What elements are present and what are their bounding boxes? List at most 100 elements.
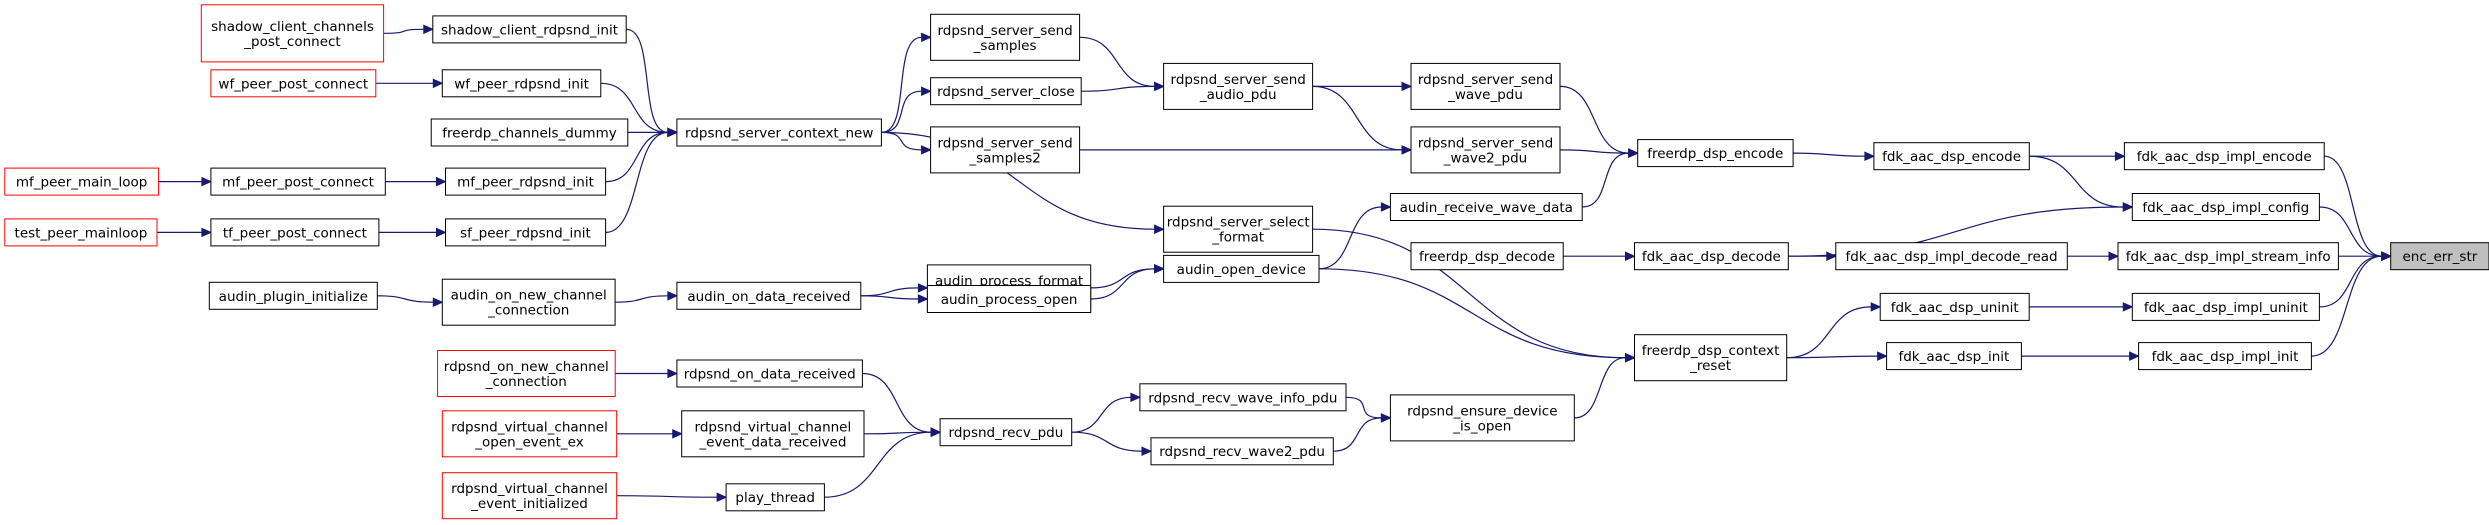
node-label: _post_connect: [243, 34, 340, 50]
node-label: _samples: [973, 38, 1037, 54]
graph-node-audin-newch[interactable]: audin_on_new_channel_connection: [441, 278, 616, 326]
graph-node-wave2[interactable]: rdpsnd_recv_wave2_pdu: [1150, 437, 1334, 466]
graph-node-rd-vc-init[interactable]: rdpsnd_virtual_channel_event_initialized: [441, 472, 618, 520]
graph-node-rd-vc-event[interactable]: rdpsnd_virtual_channel_event_data_receiv…: [681, 410, 865, 458]
node-label: wf_peer_rdpsnd_init: [454, 76, 589, 92]
node-label: _samples2: [968, 150, 1040, 166]
node-box: [4, 167, 160, 196]
node-box: [1879, 292, 2030, 321]
graph-node-tf-post[interactable]: tf_peer_post_connect: [210, 218, 380, 247]
graph-node-audin-plugin[interactable]: audin_plugin_initialize: [208, 281, 378, 310]
arrowhead: [1141, 446, 1153, 456]
graph-node-send-samples[interactable]: rdpsnd_server_send_samples: [930, 13, 1081, 61]
graph-node-ensure[interactable]: rdpsnd_ensure_device_is_open: [1389, 394, 1575, 442]
graph-node-dummy[interactable]: freerdp_channels_dummy: [430, 118, 629, 147]
node-label: _reset: [1689, 358, 1731, 374]
node-box: [441, 472, 618, 520]
graph-node-audin-data[interactable]: audin_on_data_received: [676, 281, 862, 310]
graph-node-fdk-encode[interactable]: fdk_aac_dsp_encode: [1873, 142, 2030, 171]
node-box: [2390, 242, 2489, 271]
node-label: fdk_aac_dsp_impl_config: [2142, 200, 2309, 216]
graph-node-mf-loop[interactable]: mf_peer_main_loop: [4, 167, 160, 196]
graph-node-shadow-post[interactable]: shadow_client_channels_post_connect: [200, 4, 385, 63]
node-box: [441, 69, 602, 98]
graph-node-test-loop[interactable]: test_peer_mainloop: [4, 218, 158, 247]
arrowhead: [1154, 81, 1165, 92]
call-edge: [1312, 85, 1403, 151]
node-label: audin_plugin_initialize: [219, 289, 368, 305]
call-edge: [860, 287, 919, 297]
node-box: [445, 167, 607, 196]
call-edge: [615, 295, 668, 303]
graph-node-audin-popen[interactable]: audin_process_open: [926, 285, 1092, 313]
graph-node-send-samples2[interactable]: rdpsnd_server_send_samples2: [930, 126, 1081, 174]
graph-node-send-audio[interactable]: rdpsnd_server_send_audio_pdu: [1163, 62, 1314, 110]
node-label: fdk_aac_dsp_init: [1898, 349, 2009, 365]
graph-node-send-wave[interactable]: rdpsnd_server_send_wave_pdu: [1410, 62, 1561, 110]
graph-node-audin-recv[interactable]: audin_receive_wave_data: [1389, 193, 1583, 221]
node-label: enc_err_str: [2402, 249, 2477, 265]
graph-node-err-str[interactable]: enc_err_str: [2390, 242, 2489, 271]
graph-node-fdk-uninit[interactable]: fdk_aac_dsp_uninit: [1879, 292, 2030, 321]
graph-node-rd-newch[interactable]: rdpsnd_on_new_channel_connection: [437, 350, 616, 397]
arrowhead: [667, 291, 679, 301]
graph-node-impl-stream[interactable]: fdk_aac_dsp_impl_stream_info: [2117, 242, 2339, 271]
call-edge: [605, 131, 668, 233]
graph-node-audin-open[interactable]: audin_open_device: [1163, 254, 1320, 283]
graph-node-rd-vc-open[interactable]: rdpsnd_virtual_channel_open_event_ex: [441, 410, 618, 458]
graph-node-close[interactable]: rdpsnd_server_close: [930, 77, 1082, 106]
graph-node-shadow-init[interactable]: shadow_client_rdpsnd_init: [432, 15, 627, 44]
graph-node-wf-init[interactable]: wf_peer_rdpsnd_init: [441, 69, 602, 98]
call-edge: [860, 295, 919, 300]
call-edge: [626, 28, 668, 133]
node-box: [1410, 242, 1564, 271]
graph-node-dsp-encode[interactable]: freerdp_dsp_encode: [1637, 139, 1794, 168]
graph-node-wf-post[interactable]: wf_peer_post_connect: [210, 69, 377, 98]
edges-layer: [156, 24, 2392, 502]
node-box: [1389, 193, 1583, 221]
node-box: [210, 218, 380, 247]
node-box: [930, 126, 1081, 174]
arrowhead: [716, 492, 728, 502]
arrowhead: [201, 176, 213, 187]
node-label: rdpsnd_server_send: [1418, 135, 1553, 151]
graph-node-wave-info[interactable]: rdpsnd_recv_wave_info_pdu: [1139, 383, 1347, 412]
node-label: mf_peer_rdpsnd_init: [457, 175, 594, 191]
graph-node-send-wave2[interactable]: rdpsnd_server_send_wave2_pdu: [1410, 126, 1561, 174]
node-label: rdpsnd_server_send: [1171, 72, 1306, 88]
node-box: [441, 410, 618, 458]
graph-node-mf-post[interactable]: mf_peer_post_connect: [210, 167, 386, 196]
node-box: [725, 483, 825, 512]
arrowhead: [2129, 351, 2140, 361]
graph-node-sf-init[interactable]: sf_peer_rdpsnd_init: [445, 218, 607, 247]
node-box: [1637, 139, 1794, 168]
graph-node-fdk-init[interactable]: fdk_aac_dsp_init: [1886, 342, 2022, 371]
node-label: _connection: [487, 303, 569, 319]
graph-node-impl-dread[interactable]: fdk_aac_dsp_impl_decode_read: [1835, 242, 2068, 271]
arrowhead: [1380, 202, 1392, 212]
arrowhead: [667, 127, 679, 138]
arrowhead: [921, 86, 932, 96]
node-box: [676, 281, 862, 310]
node-box: [1163, 62, 1314, 110]
graph-node-ctx-new[interactable]: rdpsnd_server_context_new: [676, 118, 882, 147]
node-box: [1886, 342, 2022, 371]
node-label: fdk_aac_dsp_encode: [1882, 149, 2021, 165]
graph-node-impl-encode[interactable]: fdk_aac_dsp_impl_encode: [2123, 142, 2325, 171]
graph-node-impl-config[interactable]: fdk_aac_dsp_impl_config: [2131, 193, 2320, 221]
graph-node-dsp-decode[interactable]: freerdp_dsp_decode: [1410, 242, 1564, 271]
graph-node-ctx-reset[interactable]: freerdp_dsp_context_reset: [1634, 334, 1788, 382]
graph-node-recv-pdu[interactable]: rdpsnd_recv_pdu: [939, 418, 1073, 447]
arrowhead: [432, 297, 444, 307]
graph-node-fdk-decode[interactable]: fdk_aac_dsp_decode: [1634, 242, 1789, 271]
graph-node-rd-data[interactable]: rdpsnd_on_data_received: [676, 359, 863, 388]
graph-node-impl-uninit[interactable]: fdk_aac_dsp_impl_uninit: [2131, 292, 2320, 321]
call-edge: [1574, 357, 1626, 419]
graph-node-play[interactable]: play_thread: [725, 483, 825, 512]
node-box: [939, 418, 1073, 447]
graph-node-impl-init[interactable]: fdk_aac_dsp_impl_init: [2138, 342, 2312, 371]
graph-node-select-format[interactable]: rdpsnd_server_select_format: [1163, 205, 1314, 253]
graph-node-mf-init[interactable]: mf_peer_rdpsnd_init: [445, 167, 607, 196]
call-edge: [1582, 152, 1629, 208]
arrowhead: [1628, 148, 1639, 158]
